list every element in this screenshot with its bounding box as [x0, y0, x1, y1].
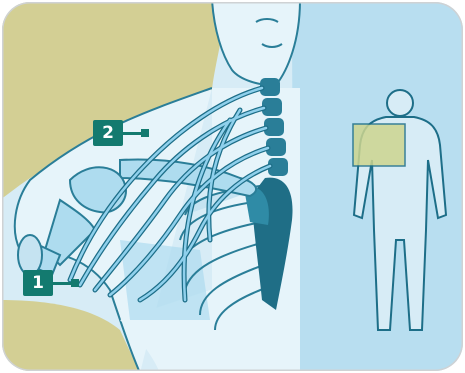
callout-leader-line: [53, 282, 71, 285]
callout-number: 1: [23, 270, 53, 296]
callout-1: 1: [23, 270, 79, 296]
callout-marker: [71, 279, 79, 287]
callout-2: 2: [93, 120, 149, 146]
callout-leader-line: [123, 132, 141, 135]
highlight-region-icon: [353, 124, 405, 166]
callout-number: 2: [93, 120, 123, 146]
callout-marker: [141, 129, 149, 137]
